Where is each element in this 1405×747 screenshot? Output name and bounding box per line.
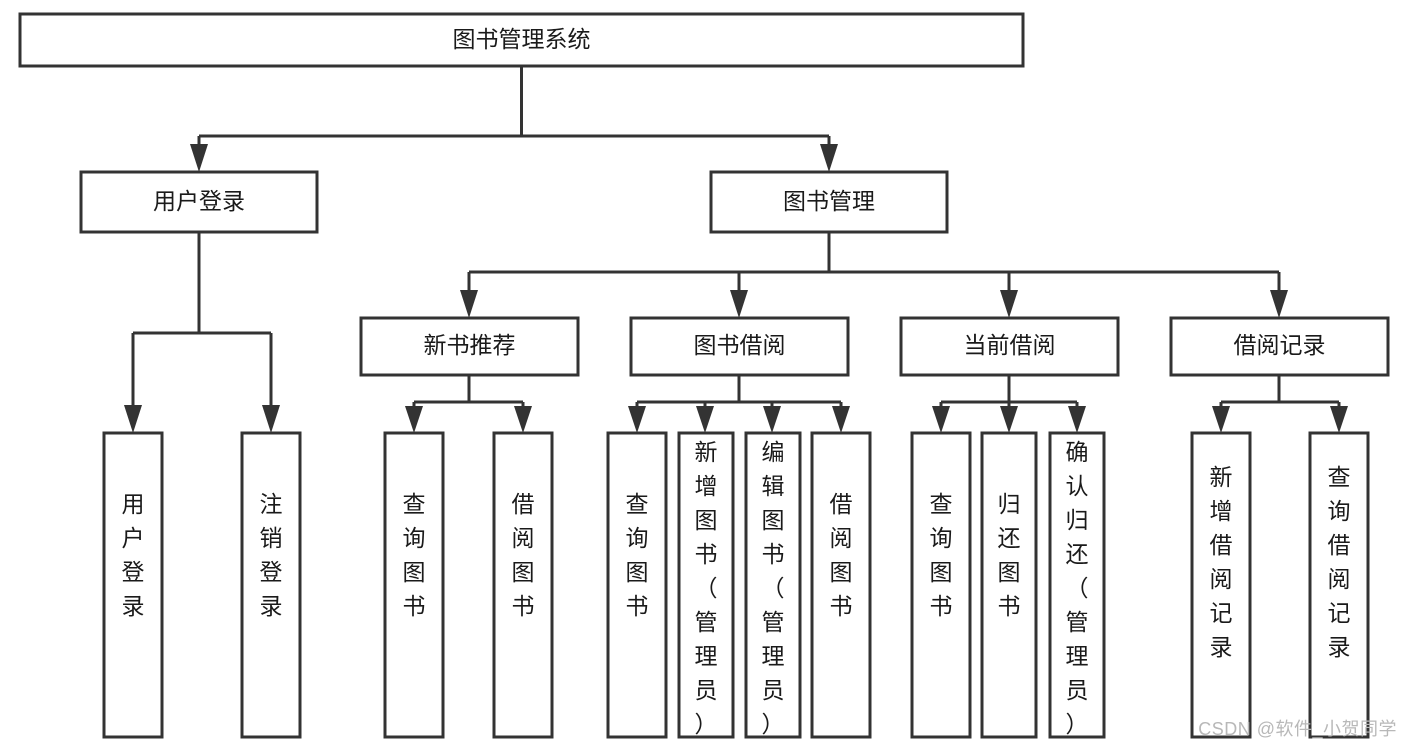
node-current-borrow-label: 当前借阅 xyxy=(964,332,1056,358)
node-leaf-add-book-label: 新增图书（管理员） xyxy=(695,439,718,737)
node-leaf-add-book[interactable]: 新增图书（管理员） xyxy=(677,431,735,739)
node-leaf-query-book-1-box[interactable] xyxy=(383,431,445,739)
arrow-head-user-login xyxy=(190,144,208,172)
node-leaf-logout-login-box[interactable] xyxy=(240,431,302,739)
node-new-book-recommend-label: 新书推荐 xyxy=(424,332,516,358)
arrow-head-leaf-query-book-1 xyxy=(405,406,423,433)
node-leaf-query-book-3-box[interactable] xyxy=(910,431,972,739)
node-leaf-logout-login-label: 注销登录 xyxy=(260,491,283,619)
connector-group-borrow-record xyxy=(1212,375,1348,433)
node-leaf-borrow-book-1-box[interactable] xyxy=(492,431,554,739)
node-leaf-query-book-2-box[interactable] xyxy=(606,431,668,739)
node-leaf-confirm-return-label: 确认归还（管理员） xyxy=(1066,439,1089,737)
node-current-borrow[interactable]: 当前借阅 xyxy=(899,316,1120,377)
node-leaf-add-borrow-record[interactable]: 新增借阅记录 xyxy=(1190,431,1252,739)
connector-group-user-login xyxy=(124,232,280,433)
node-book-management[interactable]: 图书管理 xyxy=(709,170,949,234)
connector-group-book-management xyxy=(460,232,1288,318)
node-new-book-recommend-box[interactable] xyxy=(359,316,580,377)
node-leaf-borrow-book-1-label: 借阅图书 xyxy=(512,491,535,619)
node-leaf-query-book-2-label: 查询图书 xyxy=(626,491,649,619)
arrow-head-current-borrow xyxy=(1000,290,1018,318)
node-leaf-edit-book[interactable]: 编辑图书（管理员） xyxy=(744,431,802,739)
node-leaf-user-login-label: 用户登录 xyxy=(122,491,145,619)
node-borrow-record-label: 借阅记录 xyxy=(1234,332,1326,358)
node-leaf-return-book-box[interactable] xyxy=(980,431,1038,739)
node-leaf-edit-book-box[interactable] xyxy=(744,431,802,739)
node-leaf-edit-book-label: 编辑图书（管理员） xyxy=(762,439,785,737)
node-leaf-add-book-box[interactable] xyxy=(677,431,735,739)
node-leaf-query-book-2[interactable]: 查询图书 xyxy=(606,431,668,739)
arrow-head-leaf-query-borrow-record xyxy=(1330,406,1348,433)
arrow-head-leaf-query-book-2 xyxy=(628,406,646,433)
node-book-management-box[interactable] xyxy=(709,170,949,234)
connector-group-new-book-recommend xyxy=(405,375,532,433)
arrow-head-leaf-borrow-book-2 xyxy=(832,406,850,433)
arrow-head-leaf-add-book xyxy=(696,406,714,433)
node-book-management-label: 图书管理 xyxy=(783,188,875,214)
node-leaf-query-book-3-label: 查询图书 xyxy=(930,491,953,619)
node-leaf-borrow-book-1[interactable]: 借阅图书 xyxy=(492,431,554,739)
node-leaf-add-borrow-record-box[interactable] xyxy=(1190,431,1252,739)
arrow-head-leaf-add-borrow-record xyxy=(1212,406,1230,433)
arrow-head-leaf-borrow-book-1 xyxy=(514,406,532,433)
node-borrow-record[interactable]: 借阅记录 xyxy=(1169,316,1390,377)
arrow-head-borrow-record xyxy=(1270,290,1288,318)
node-leaf-user-login-box[interactable] xyxy=(102,431,164,739)
arrow-head-leaf-logout-login xyxy=(262,405,280,433)
node-leaf-query-book-3[interactable]: 查询图书 xyxy=(910,431,972,739)
node-new-book-recommend[interactable]: 新书推荐 xyxy=(359,316,580,377)
node-leaf-logout-login[interactable]: 注销登录 xyxy=(240,431,302,739)
arrow-head-leaf-user-login xyxy=(124,405,142,433)
arrow-head-leaf-confirm-return xyxy=(1068,406,1086,433)
arrow-head-book-management xyxy=(820,144,838,172)
node-leaf-confirm-return[interactable]: 确认归还（管理员） xyxy=(1048,431,1106,739)
node-root[interactable]: 图书管理系统 xyxy=(18,12,1025,68)
node-leaf-return-book-label: 归还图书 xyxy=(998,491,1021,619)
arrow-head-leaf-query-book-3 xyxy=(932,406,950,433)
node-user-login[interactable]: 用户登录 xyxy=(79,170,319,234)
connector-group-current-borrow xyxy=(932,375,1086,433)
node-leaf-return-book[interactable]: 归还图书 xyxy=(980,431,1038,739)
node-leaf-query-book-1[interactable]: 查询图书 xyxy=(383,431,445,739)
node-borrow-record-box[interactable] xyxy=(1169,316,1390,377)
node-book-borrow-box[interactable] xyxy=(629,316,850,377)
connector-group-book-borrow xyxy=(628,375,850,433)
node-leaf-user-login[interactable]: 用户登录 xyxy=(102,431,164,739)
arrow-head-leaf-return-book xyxy=(1000,406,1018,433)
node-leaf-query-borrow-record-box[interactable] xyxy=(1308,431,1370,739)
node-leaf-confirm-return-box[interactable] xyxy=(1048,431,1106,739)
node-leaf-borrow-book-2-box[interactable] xyxy=(810,431,872,739)
node-root-box[interactable] xyxy=(18,12,1025,68)
node-book-borrow[interactable]: 图书借阅 xyxy=(629,316,850,377)
node-book-borrow-label: 图书借阅 xyxy=(694,332,786,358)
arrow-head-leaf-edit-book xyxy=(763,406,781,433)
node-leaf-query-borrow-record[interactable]: 查询借阅记录 xyxy=(1308,431,1370,739)
node-leaf-query-book-1-label: 查询图书 xyxy=(403,491,426,619)
node-root-label: 图书管理系统 xyxy=(453,26,591,52)
node-leaf-add-borrow-record-label: 新增借阅记录 xyxy=(1210,464,1233,660)
node-user-login-box[interactable] xyxy=(79,170,319,234)
node-leaf-borrow-book-2-label: 借阅图书 xyxy=(830,491,853,619)
arrow-head-new-book-recommend xyxy=(460,290,478,318)
arrow-head-book-borrow xyxy=(730,290,748,318)
node-leaf-borrow-book-2[interactable]: 借阅图书 xyxy=(810,431,872,739)
node-leaf-query-borrow-record-label: 查询借阅记录 xyxy=(1328,464,1351,660)
node-user-login-label: 用户登录 xyxy=(153,188,245,214)
connector-group-root xyxy=(190,66,838,172)
node-current-borrow-box[interactable] xyxy=(899,316,1120,377)
